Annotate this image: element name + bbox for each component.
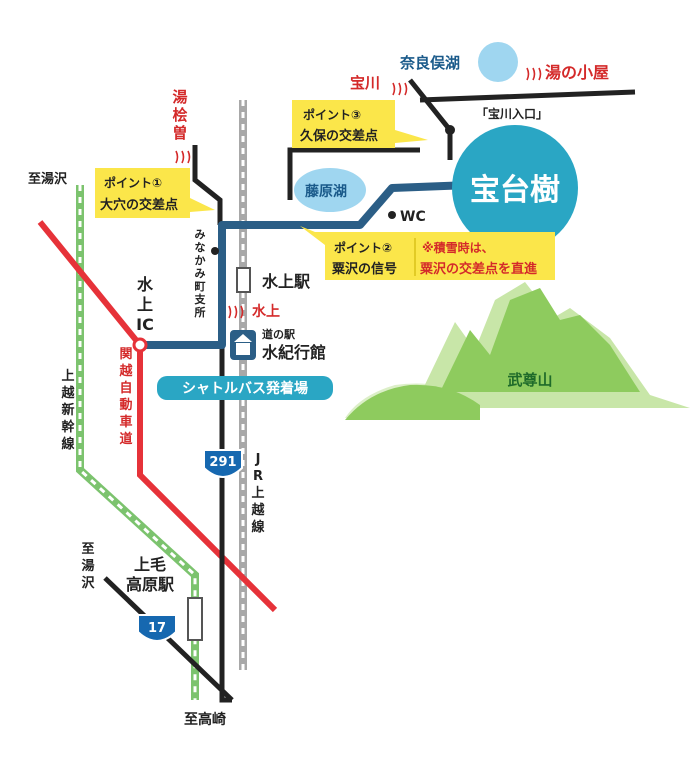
route-17-label: 17 bbox=[148, 621, 166, 636]
route-291-label: 291 bbox=[209, 455, 236, 470]
label-yunohinata-1: 湯 bbox=[172, 88, 187, 106]
label-branch-6: 支 bbox=[194, 292, 207, 306]
label-jr-3: 上 bbox=[251, 486, 264, 501]
label-mizuki-koukan: 水紀行館 bbox=[262, 343, 326, 362]
label-branch-7: 所 bbox=[195, 305, 206, 319]
label-yuzawa-b3: 沢 bbox=[81, 575, 95, 591]
label-kanetsu-3: 自 bbox=[119, 380, 132, 396]
label-shinkansen-5: 線 bbox=[61, 436, 75, 452]
label-yunohinata-3: 曽 bbox=[172, 124, 187, 142]
onsen-icons bbox=[175, 67, 542, 319]
label-jr-5: 線 bbox=[251, 519, 265, 535]
point3-desc: 久保の交差点 bbox=[300, 128, 378, 144]
callout-point2: ポイント② 粟沢の信号 ※積雪時は、 粟沢の交差点を直進 bbox=[300, 226, 555, 280]
minakami-station-marker bbox=[236, 267, 251, 293]
route-291-shield: 291 bbox=[203, 449, 243, 478]
shuttle-label: シャトルバス発着場 bbox=[182, 380, 308, 397]
label-ic-3: IC bbox=[136, 315, 154, 334]
shuttle-badge bbox=[157, 376, 333, 400]
point1-desc: 大穴の交差点 bbox=[100, 197, 178, 213]
label-jr-4: 越 bbox=[250, 502, 265, 518]
takaragawa-iriguchi-marker bbox=[445, 125, 455, 135]
label-branch-3: か bbox=[195, 254, 206, 267]
label-branch-1: み bbox=[195, 228, 206, 241]
label-fujiwara-lake: 藤原湖 bbox=[305, 183, 347, 200]
label-minakami-onsen: 水上 bbox=[252, 303, 280, 320]
label-kanetsu-1: 関 bbox=[119, 347, 132, 362]
minakami-ic-marker bbox=[132, 337, 148, 353]
label-takaragawa: 宝川 bbox=[350, 74, 380, 92]
label-yuzawa-b1: 至 bbox=[81, 542, 94, 557]
mountain-label-hotaka: 武尊山 bbox=[507, 371, 552, 389]
label-takasaki: 至高崎 bbox=[184, 711, 226, 728]
mountain-range: 武尊山 bbox=[345, 282, 690, 420]
lake-fujiwara bbox=[294, 168, 366, 212]
point2-note-line1: ※積雪時は、 bbox=[422, 240, 494, 255]
point3-title: ポイント③ bbox=[303, 107, 361, 122]
label-kanetsu-6: 道 bbox=[119, 431, 132, 447]
label-branch-2: な bbox=[195, 241, 206, 254]
label-ic-1: 水 bbox=[137, 275, 154, 294]
local-roads bbox=[103, 78, 636, 703]
michi-no-eki-icon bbox=[230, 330, 256, 360]
label-yunokoya: 湯の小屋 bbox=[545, 63, 609, 82]
label-kanetsu-4: 動 bbox=[119, 397, 132, 413]
callout-point3: ポイント③ 久保の交差点 bbox=[292, 100, 428, 148]
point2-title: ポイント② bbox=[334, 240, 392, 255]
label-yuzawa-top: 至湯沢 bbox=[28, 171, 68, 187]
label-yuzawa-b2: 湯 bbox=[81, 558, 94, 574]
label-naraga-lake: 奈良俣湖 bbox=[399, 54, 460, 72]
label-jomo-2: 高原駅 bbox=[126, 575, 175, 594]
label-branch-4: み bbox=[195, 267, 206, 280]
label-yunohinata-2: 桧 bbox=[172, 106, 187, 124]
label-shinkansen-1: 上 bbox=[61, 369, 74, 384]
label-minakami-station: 水上駅 bbox=[262, 272, 311, 291]
label-michi-no-eki: 道の駅 bbox=[262, 327, 295, 341]
lake-naraga bbox=[478, 42, 518, 82]
jomo-kogen-station-marker bbox=[187, 597, 203, 641]
point2-note-line2: 粟沢の交差点を直進 bbox=[419, 261, 537, 277]
wc-dot bbox=[388, 211, 396, 219]
point1-title: ポイント① bbox=[104, 175, 162, 190]
hodaigi-marker bbox=[452, 125, 578, 251]
label-jr-2: R bbox=[253, 469, 263, 484]
kanetsu-expressway bbox=[37, 220, 278, 613]
label-kanetsu-2: 越 bbox=[118, 363, 133, 379]
label-branch-5: 町 bbox=[195, 280, 206, 293]
label-jomo-1: 上毛 bbox=[134, 555, 166, 574]
label-shinkansen-2: 越 bbox=[60, 385, 75, 401]
label-wc: WC bbox=[400, 209, 426, 225]
hodaigi-label: 宝台樹 bbox=[470, 173, 560, 208]
route-17-shield: 17 bbox=[137, 614, 177, 642]
label-shinkansen-3: 新 bbox=[61, 402, 74, 418]
label-jr-1: J bbox=[255, 452, 261, 467]
label-kanetsu-5: 車 bbox=[119, 414, 132, 430]
label-shinkansen-4: 幹 bbox=[61, 419, 75, 435]
branch-office-dot bbox=[211, 247, 219, 255]
main-route bbox=[140, 181, 471, 349]
callout-point1: ポイント① 大穴の交差点 bbox=[95, 168, 215, 218]
label-ic-2: 上 bbox=[137, 295, 153, 314]
point2-desc: 粟沢の信号 bbox=[331, 261, 397, 277]
label-takaragawa-iriguchi: 「宝川入口」 bbox=[476, 106, 548, 121]
